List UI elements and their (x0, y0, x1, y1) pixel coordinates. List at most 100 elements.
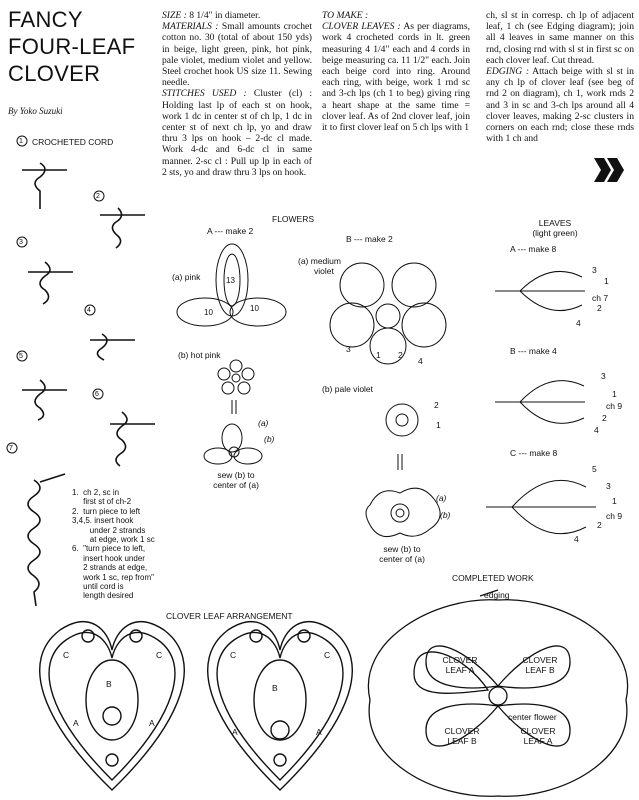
cord-step-line: 2 strands at edge, (72, 563, 148, 573)
flower-b-sew-note: sew (b) to center of (a) (372, 544, 432, 564)
leaf-b-rnd-3: 3 (601, 371, 606, 381)
completed-leaf-b-bottom: CLOVER LEAF B (444, 726, 480, 746)
size-label: SIZE : (162, 10, 187, 21)
col3-continued: ch, sl st in corresp. ch lp of adjacent … (486, 10, 634, 66)
completed-leaf-b-top: CLOVER LEAF B (522, 655, 558, 675)
arrangement-right-c1: C (230, 650, 237, 660)
flower-a-hot-pink-label: (b) hot pink (178, 350, 221, 360)
title-line-1: FANCY (8, 7, 83, 32)
to-make-label: TO MAKE : (322, 10, 369, 21)
cord-step-line: first st of ch-2 (72, 497, 132, 507)
author-credit: By Yoko Suzuki (8, 106, 63, 116)
leaf-b-rnd-2: 2 (602, 413, 607, 423)
cord-step-number-6: 6 (95, 391, 99, 398)
completed-title: COMPLETED WORK (452, 573, 534, 583)
flower-b-violet-label: violet (314, 266, 334, 276)
edging-label: EDGING : (486, 66, 530, 78)
arrangement-right-a1: A (232, 727, 238, 737)
leaf-a-rnd-1: 1 (604, 276, 609, 286)
flower-a-hot-pink-diagram (217, 359, 255, 414)
cord-step-line: insert hook under (72, 553, 145, 563)
title-line-2: FOUR-LEAF (8, 34, 136, 59)
cord-step-line: until cord is (72, 582, 124, 592)
leaf-a-rnd-3: 3 (592, 265, 597, 275)
flower-b-rnd-4: 4 (418, 356, 423, 366)
cord-step-number-7: 7 (9, 445, 13, 452)
instructions-column-2: TO MAKE : CLOVER LEAVES : As per diagram… (322, 10, 470, 133)
flower-b-medium-label: (a) medium (298, 256, 341, 266)
flower-b-assembly-b: (b) (440, 510, 451, 520)
title-line-3: CLOVER (8, 61, 101, 86)
petal-count-10-left: 10 (204, 308, 213, 317)
completed-edging-label: edging (484, 590, 510, 600)
arrangement-left-a2: A (149, 718, 155, 728)
edging-value: Attach beige with sl st in any ch lp of … (486, 66, 634, 145)
cord-step-number-1: 1 (19, 138, 23, 145)
cord-step-circles (6, 135, 105, 454)
leaf-b-rnd-4: 4 (594, 425, 599, 435)
clover-leaves-value: As per diagrams, work 4 crocheted cords … (322, 21, 470, 134)
leaf-b-ch: ch 9 (606, 401, 623, 411)
cord-step-line: under 2 strands (72, 525, 146, 535)
arrangement-title: CLOVER LEAF ARRANGEMENT (166, 611, 293, 621)
flower-b-pale-rnd-2: 2 (434, 400, 439, 410)
leaf-diagrams (486, 270, 596, 535)
leaf-c-rnd-2: 2 (597, 520, 602, 530)
cord-steps-list: 1. ch 2, sc in first st of ch-2 2. turn … (72, 488, 197, 601)
page-title: FANCY FOUR-LEAF CLOVER (8, 6, 135, 87)
flower-b-rnd-1: 1 (376, 350, 381, 360)
stitches-label: STITCHES USED : (162, 88, 247, 100)
flower-b-rnd-2: 2 (398, 350, 403, 360)
leaves-title: LEAVES (538, 218, 572, 228)
arrangement-right-a2: A (316, 727, 322, 737)
leaf-c-rnd-5: 5 (592, 464, 597, 474)
materials-value: Small amounts crochet cotton no. 30 (tot… (162, 21, 312, 89)
leaf-c-make: C --- make 8 (510, 448, 558, 458)
leaf-c-rnd-3: 3 (606, 481, 611, 491)
flower-a-pink-label: (a) pink (172, 272, 201, 282)
flower-a-make: A --- make 2 (207, 226, 254, 236)
cord-step-line: length desired (72, 591, 134, 601)
flower-a-sew-line1: sew (b) to (217, 470, 255, 480)
leaves-header: LEAVES (light green) (510, 218, 600, 238)
flower-b-pale-violet-diagram (385, 403, 419, 470)
leaf-c-rnd-1: 1 (612, 496, 617, 506)
leaf-c-rnd-4: 4 (574, 534, 579, 544)
arrangement-right-b: B (272, 683, 278, 693)
petal-count-13: 13 (226, 276, 235, 285)
flower-b-sew-line2: center of (a) (379, 554, 425, 564)
flower-a-sew-line2: center of (a) (213, 480, 259, 490)
size-value: 8 1/4" in diameter. (189, 10, 261, 21)
continue-arrow-icon (594, 158, 624, 182)
flower-a-sew-note: sew (b) to center of (a) (206, 470, 266, 490)
leaf-b-make: B --- make 4 (510, 346, 557, 356)
flower-b-assembled (365, 487, 441, 538)
arrangement-left-a1: A (73, 718, 79, 728)
flower-b-pale-label: (b) pale violet (322, 384, 374, 394)
arrangement-left-b: B (106, 679, 112, 689)
materials-label: MATERIALS : (162, 21, 219, 33)
flower-b-rnd-3: 3 (346, 344, 351, 354)
cord-step-line: 2. turn piece to left (72, 506, 141, 516)
flower-b-assembly-a: (a) (436, 493, 447, 503)
flower-a-assembly-b: (b) (264, 434, 275, 444)
arrangement-left-c2: C (156, 650, 163, 660)
stitches-value: Cluster (cl) : Holding last lp of each s… (162, 88, 312, 178)
arrangement-right-c2: C (324, 650, 331, 660)
flowers-title: FLOWERS (272, 214, 315, 224)
instructions-column-1: SIZE : 8 1/4" in diameter. MATERIALS : S… (162, 10, 312, 178)
cord-step-number-5: 5 (19, 353, 23, 360)
petal-count-10-right: 10 (250, 304, 259, 313)
leaf-a-rnd-4: 4 (576, 318, 581, 328)
flower-b-sew-line1: sew (b) to (383, 544, 421, 554)
completed-leaf-a-top: CLOVER LEAF A (442, 655, 478, 675)
arrangement-hearts (39, 621, 353, 791)
cord-step-line: 1. ch 2, sc in (72, 488, 120, 497)
leaves-subtitle: (light green) (532, 228, 578, 238)
cord-title: CROCHETED CORD (32, 137, 114, 147)
clover-leaves-label: CLOVER LEAVES : (322, 21, 401, 33)
leaf-a-ch: ch 7 (592, 293, 609, 303)
flower-a-assembly-a: (a) (258, 418, 269, 428)
cord-step-number-2: 2 (96, 193, 100, 200)
flower-b-pale-rnd-1: 1 (436, 420, 441, 430)
